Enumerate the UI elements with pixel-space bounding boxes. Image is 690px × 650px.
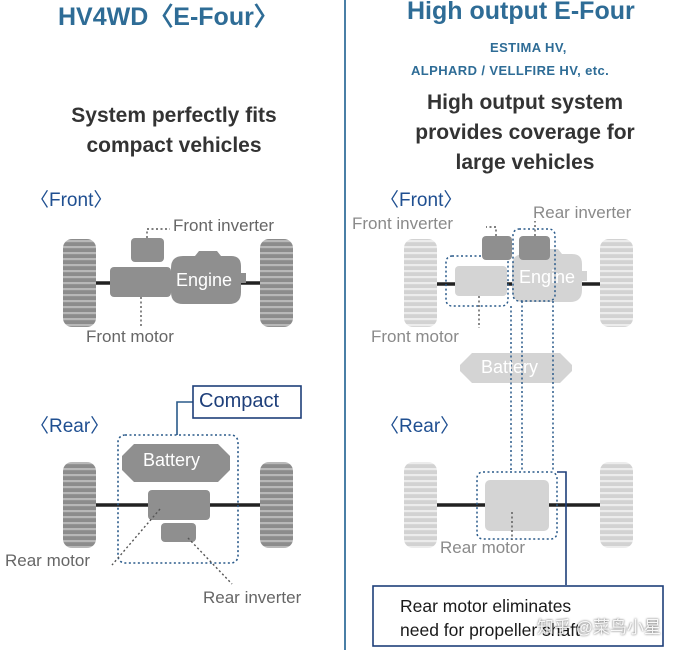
- right-front-motor-outline: [445, 255, 509, 307]
- left-heading-line-1: System perfectly fits: [71, 104, 277, 127]
- left-battery-label: Battery: [143, 450, 201, 470]
- right-models-line-2: ALPHARD / VELLFIRE HV, etc.: [411, 63, 610, 78]
- right-front-inverter-label: Front inverter: [352, 214, 454, 233]
- right-rear-inverter: [519, 236, 550, 260]
- right-engine-shape: [512, 249, 587, 302]
- right-title: High output E-Four: [407, 0, 635, 25]
- right-rear-right-wheel: [600, 462, 633, 548]
- left-heading: System perfectly fits compact vehicles: [14, 101, 334, 161]
- left-rear-left-wheel: [63, 462, 96, 548]
- right-rear-motor: [485, 480, 549, 531]
- right-front-inverter-leader: [486, 226, 497, 236]
- right-callout-line-1: Rear motor eliminates: [400, 596, 572, 616]
- right-rear-left-wheel: [404, 462, 437, 548]
- right-callout-line-2: need for propeller shaft: [400, 620, 580, 640]
- left-front-motor-label: Front motor: [86, 327, 174, 346]
- right-callout-leader: [557, 471, 567, 585]
- left-front-inverter-label: Front inverter: [173, 216, 275, 235]
- right-front-right-wheel: [600, 239, 633, 327]
- column-divider: [344, 0, 346, 650]
- left-front-right-wheel: [260, 239, 293, 327]
- left-rear-motor-leader: [111, 508, 161, 566]
- left-compact-box: [192, 385, 302, 419]
- right-rear-section-label: 〈Rear〉: [380, 416, 460, 437]
- left-rear-section-label: 〈Rear〉: [30, 416, 110, 437]
- right-rear-motor-label: Rear motor: [440, 538, 526, 557]
- left-compact-label: Compact: [199, 390, 280, 412]
- left-front-motor: [110, 267, 171, 297]
- right-rear-inverter-label: Rear inverter: [533, 203, 632, 222]
- left-rear-inverter-label: Rear inverter: [203, 588, 302, 607]
- left-front-left-wheel: [63, 239, 96, 327]
- left-engine-label: Engine: [176, 270, 233, 290]
- left-rear-inverter-leader: [187, 537, 233, 585]
- right-front-motor-label: Front motor: [371, 327, 459, 346]
- left-front-inverter-leader: [146, 228, 170, 238]
- right-engine-label: Engine: [519, 267, 576, 287]
- left-rear-motor: [148, 490, 210, 520]
- left-engine-shape: [171, 251, 246, 304]
- left-heading-line-2: compact vehicles: [86, 134, 262, 157]
- right-heading-line-1: High output system: [426, 91, 623, 114]
- left-title: HV4WD〈E-Four〉: [58, 3, 279, 31]
- left-front-section-label: 〈Front〉: [30, 190, 113, 211]
- right-battery-shape: [460, 353, 572, 383]
- right-callout-text: Rear motor eliminates need for propeller…: [400, 594, 580, 642]
- watermark: 知乎 @菜鸟小星: [537, 618, 661, 637]
- left-rear-inverter: [161, 523, 196, 542]
- right-front-inverter: [482, 236, 512, 260]
- left-rear-right-wheel: [260, 462, 293, 548]
- left-battery-shape: [122, 444, 230, 482]
- left-compact-outline: [117, 434, 239, 564]
- right-heading-line-2: provides coverage for: [415, 121, 635, 144]
- left-rear-motor-label: Rear motor: [5, 551, 91, 570]
- right-heading-line-3: large vehicles: [455, 151, 595, 174]
- right-inverters-outline: [512, 228, 556, 302]
- right-front-left-wheel: [404, 239, 437, 327]
- right-front-motor: [455, 266, 507, 296]
- right-front-section-label: 〈Front〉: [380, 190, 463, 211]
- left-compact-leader: [176, 401, 193, 435]
- right-heading: High output system provides coverage for…: [365, 88, 685, 178]
- left-front-inverter: [131, 238, 164, 262]
- right-models-line-1: ESTIMA HV,: [490, 40, 567, 55]
- right-rear-motor-outline: [476, 471, 558, 540]
- right-battery-label: Battery: [481, 357, 539, 377]
- right-callout-box: [372, 585, 664, 647]
